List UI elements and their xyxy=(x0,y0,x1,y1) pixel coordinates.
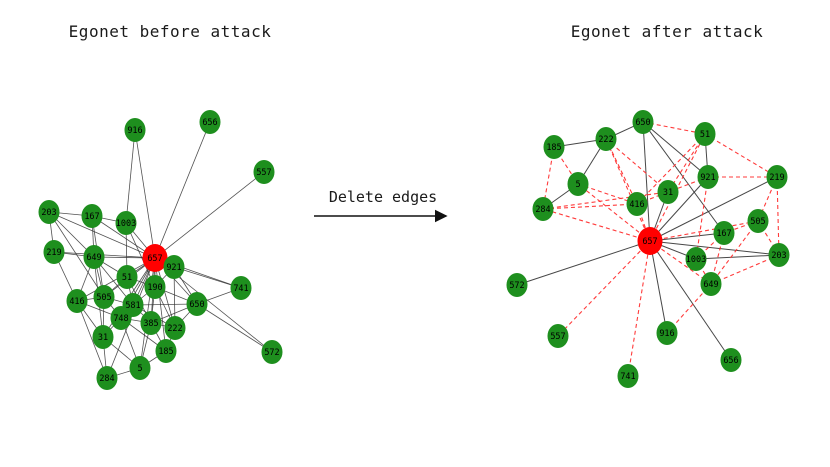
edge-657-649 xyxy=(649,240,712,285)
edge-921-741 xyxy=(173,266,242,289)
edge-657-650 xyxy=(642,121,651,242)
edge-284-416 xyxy=(542,203,638,210)
node-572 xyxy=(261,340,283,364)
edge-1003-190 xyxy=(125,222,156,288)
node-649 xyxy=(700,272,722,296)
node-649 xyxy=(83,245,105,269)
edge-657-656 xyxy=(649,240,732,361)
node-557 xyxy=(547,324,569,348)
node-656 xyxy=(199,110,221,134)
ego-node-657 xyxy=(637,227,663,255)
edge-657-219 xyxy=(649,176,778,242)
node-167 xyxy=(81,204,103,228)
node-916 xyxy=(656,321,678,345)
node-572 xyxy=(506,273,528,297)
edge-657-505 xyxy=(649,220,759,242)
edge-650-167 xyxy=(642,121,725,234)
edge-222-416 xyxy=(605,138,638,205)
edge-657-916 xyxy=(649,240,668,334)
edge-657-203 xyxy=(649,240,780,256)
node-167 xyxy=(713,221,735,245)
node-219 xyxy=(43,240,65,264)
node-222 xyxy=(595,127,617,151)
edge-650-572 xyxy=(196,303,273,353)
before-graph-title: Egonet before attack xyxy=(68,22,272,41)
edge-416-284 xyxy=(76,300,108,379)
node-284 xyxy=(532,197,554,221)
after-graph-title: Egonet after attack xyxy=(570,22,764,41)
edge-1003-203 xyxy=(695,254,780,260)
node-505 xyxy=(747,209,769,233)
node-921 xyxy=(163,255,185,279)
edge-51-416 xyxy=(636,133,706,205)
edge-657-416 xyxy=(76,257,156,302)
edge-657-5 xyxy=(577,183,651,242)
edge-650-921 xyxy=(642,121,709,178)
edge-505-649 xyxy=(710,220,759,285)
edge-222-31 xyxy=(605,138,669,193)
node-222 xyxy=(164,316,186,340)
delete-edges-label: Delete edges xyxy=(328,188,438,206)
node-505 xyxy=(93,285,115,309)
node-385 xyxy=(140,311,162,335)
node-5 xyxy=(129,356,151,380)
edge-203-649 xyxy=(710,254,780,285)
node-650 xyxy=(186,292,208,316)
edge-657-557 xyxy=(154,171,265,259)
node-557 xyxy=(253,160,275,184)
node-741 xyxy=(617,364,639,388)
node-916 xyxy=(124,118,146,142)
node-1003 xyxy=(115,211,137,235)
edge-416-31 xyxy=(636,191,669,205)
node-190 xyxy=(144,275,166,299)
edge-657-921 xyxy=(649,176,709,242)
edge-219-203 xyxy=(776,176,780,256)
node-284 xyxy=(96,366,118,390)
edge-657-51 xyxy=(649,133,706,242)
edge-657-203 xyxy=(48,211,156,259)
edge-657-557 xyxy=(557,240,651,337)
edge-284-31 xyxy=(542,191,669,210)
node-185 xyxy=(155,339,177,363)
node-656 xyxy=(720,348,742,372)
node-416 xyxy=(626,192,648,216)
edge-657-219 xyxy=(53,251,156,259)
node-5 xyxy=(567,172,589,196)
edge-657-284 xyxy=(542,208,651,242)
node-219 xyxy=(766,165,788,189)
node-416 xyxy=(66,289,88,313)
node-748 xyxy=(110,306,132,330)
node-51 xyxy=(116,265,138,289)
node-203 xyxy=(768,243,790,267)
edge-657-572 xyxy=(516,240,651,286)
node-650 xyxy=(632,110,654,134)
edge-657-222 xyxy=(605,138,651,242)
node-741 xyxy=(230,276,252,300)
edge-581-650 xyxy=(132,303,198,306)
node-31 xyxy=(657,180,679,204)
ego-node-657 xyxy=(142,244,168,272)
node-31 xyxy=(92,325,114,349)
node-51 xyxy=(694,122,716,146)
node-1003 xyxy=(685,247,707,271)
edge-657-916 xyxy=(134,129,156,259)
node-185 xyxy=(543,135,565,159)
edge-657-741 xyxy=(627,240,651,377)
edge-1003-916 xyxy=(125,129,136,224)
node-921 xyxy=(697,165,719,189)
edge-657-656 xyxy=(154,121,211,259)
node-203 xyxy=(38,200,60,224)
